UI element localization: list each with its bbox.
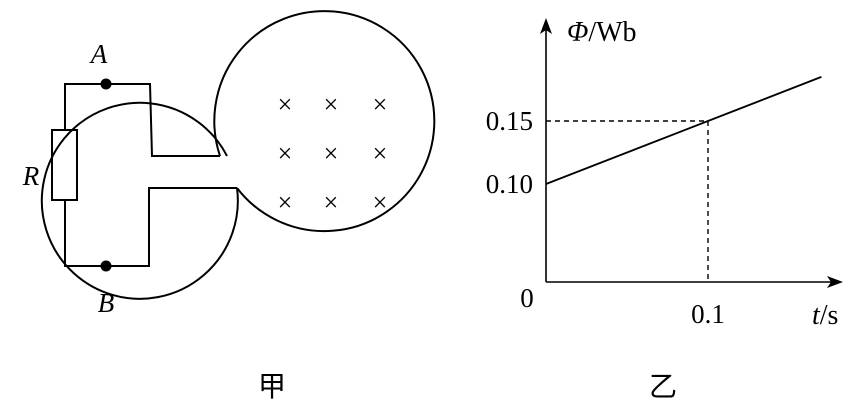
y-tick-label: 0.15	[486, 106, 533, 136]
label-b: B	[98, 288, 115, 318]
x-axis-symbol: t	[812, 300, 821, 331]
magnetic-field-marks: × × × × × × × × ×	[278, 90, 388, 217]
label-a: A	[89, 39, 108, 69]
field-mark: ×	[324, 90, 339, 119]
caption-yi: 乙	[649, 370, 677, 403]
wire-bottom	[64, 187, 237, 267]
field-mark: ×	[324, 139, 339, 168]
field-mark: ×	[278, 188, 293, 217]
wire-top	[64, 83, 220, 157]
field-mark: ×	[373, 90, 388, 119]
label-r: R	[22, 161, 40, 191]
origin-label: 0	[520, 283, 534, 313]
field-mark: ×	[324, 188, 339, 217]
y-axis-arrow	[540, 18, 552, 34]
x-tick-label: 0.1	[691, 299, 725, 329]
field-mark: ×	[373, 188, 388, 217]
field-mark: ×	[278, 139, 293, 168]
circuit-diagram: A B R × × × × × × × × × 甲	[22, 10, 436, 403]
coil-outer-turn	[213, 10, 436, 233]
x-axis-arrow	[827, 276, 843, 288]
y-axis-unit: /Wb	[588, 17, 636, 48]
field-mark: ×	[278, 90, 293, 119]
y-tick-label: 0.10	[486, 169, 533, 199]
flux-time-graph: Φ/Wb t/s 0 0.15 0.10 0.1 乙	[486, 17, 843, 403]
y-axis-title: Φ/Wb	[567, 17, 637, 48]
node-b	[100, 260, 112, 272]
flux-line	[545, 76, 822, 185]
coil-inner-turn	[40, 101, 239, 300]
caption-jia: 甲	[258, 370, 286, 403]
node-a	[100, 78, 112, 90]
y-axis-symbol: Φ	[567, 17, 588, 48]
x-axis-title: t/s	[812, 300, 838, 331]
x-axis-unit: /s	[820, 300, 839, 331]
field-mark: ×	[373, 139, 388, 168]
resistor	[51, 129, 78, 201]
